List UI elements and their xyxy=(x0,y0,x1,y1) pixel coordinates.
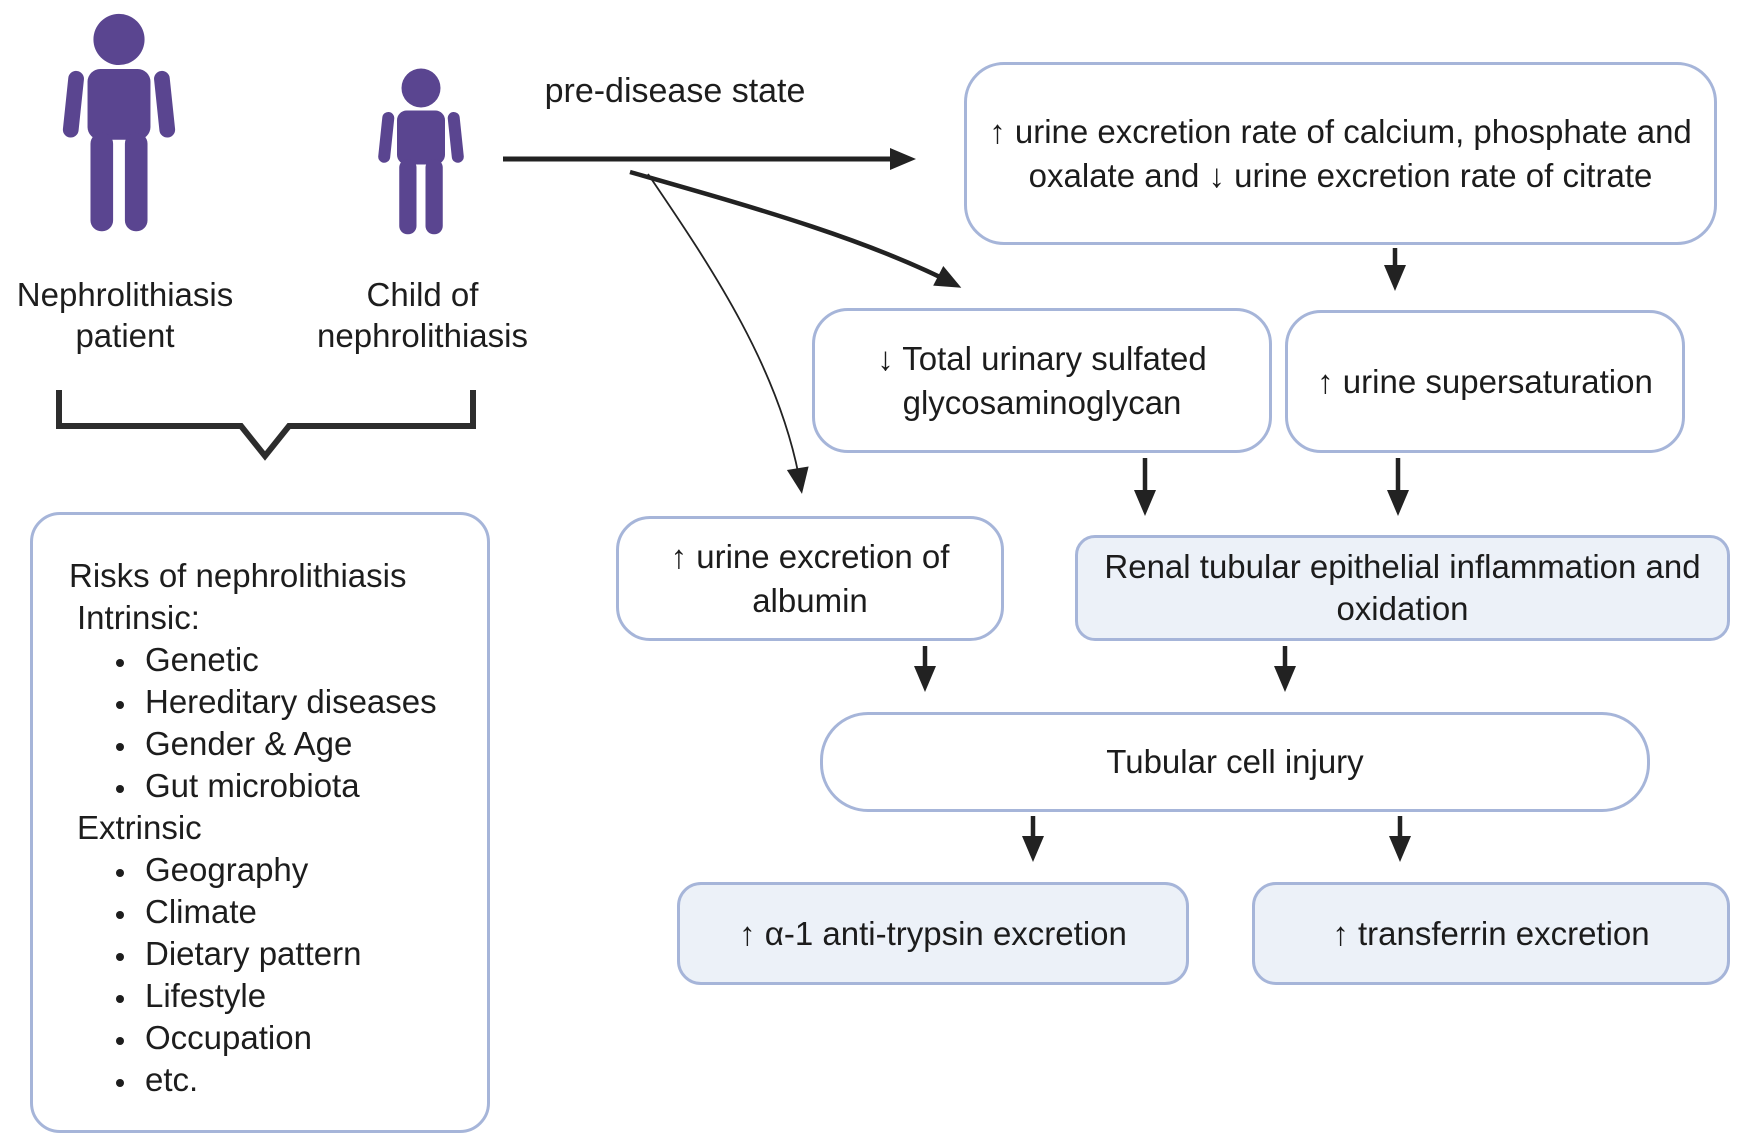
list-item: Climate xyxy=(139,891,477,933)
list-item: Lifestyle xyxy=(139,975,477,1017)
risks-extrinsic-heading: Extrinsic xyxy=(77,809,202,846)
risks-title: Risks of nephrolithiasis xyxy=(69,557,407,594)
adult-patient-icon xyxy=(62,13,176,232)
list-item: etc. xyxy=(139,1059,477,1101)
list-item: Genetic xyxy=(139,639,477,681)
risks-intrinsic-heading: Intrinsic: xyxy=(77,599,200,636)
risks-box: Risks of nephrolithiasis Intrinsic: Gene… xyxy=(30,512,490,1133)
node-urinary-sulfated-gag: ↓ Total urinary sulfated glycosaminoglyc… xyxy=(812,308,1272,453)
node-antitrypsin-excretion: ↑ α-1 anti-trypsin excretion xyxy=(677,882,1189,985)
list-item: Dietary pattern xyxy=(139,933,477,975)
list-item: Gender & Age xyxy=(139,723,477,765)
list-item: Geography xyxy=(139,849,477,891)
bracket-icon xyxy=(56,390,476,461)
risks-extrinsic-list: Geography Climate Dietary pattern Lifest… xyxy=(77,849,477,1101)
list-item: Hereditary diseases xyxy=(139,681,477,723)
list-item: Occupation xyxy=(139,1017,477,1059)
pre-disease-state-label: pre-disease state xyxy=(544,72,806,110)
child-label: Child of nephrolithiasis xyxy=(317,276,528,354)
node-transferrin-excretion: ↑ transferrin excretion xyxy=(1252,882,1730,985)
arrow-curve-to-gag xyxy=(629,169,962,288)
node-urine-supersaturation: ↑ urine supersaturation xyxy=(1285,310,1685,453)
risks-intrinsic-list: Genetic Hereditary diseases Gender & Age… xyxy=(77,639,477,807)
node-renal-tubular-inflammation: Renal tubular epithelial inflammation an… xyxy=(1075,535,1730,641)
node-tubular-cell-injury: Tubular cell injury xyxy=(820,712,1650,812)
node-urine-excretion-calcium: ↑ urine excretion rate of calcium, phosp… xyxy=(964,62,1717,245)
patient-label: Nephrolithiasis patient xyxy=(16,276,234,354)
node-urine-excretion-albumin: ↑ urine excretion of albumin xyxy=(616,516,1004,641)
child-icon xyxy=(378,68,464,235)
list-item: Gut microbiota xyxy=(139,765,477,807)
arrow-curve-to-albumin xyxy=(647,173,809,494)
